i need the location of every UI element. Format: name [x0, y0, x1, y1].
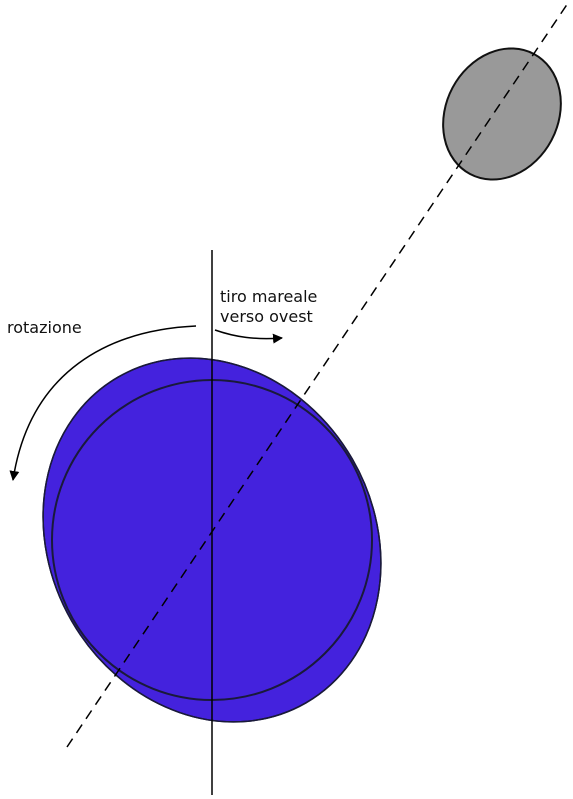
tidal-pull-label-line2: verso ovest [220, 307, 313, 326]
moon [421, 28, 573, 201]
tidal-pull-label-line1: tiro mareale [220, 287, 317, 306]
rotation-label: rotazione [7, 318, 82, 337]
arrow-right-icon [215, 330, 282, 339]
